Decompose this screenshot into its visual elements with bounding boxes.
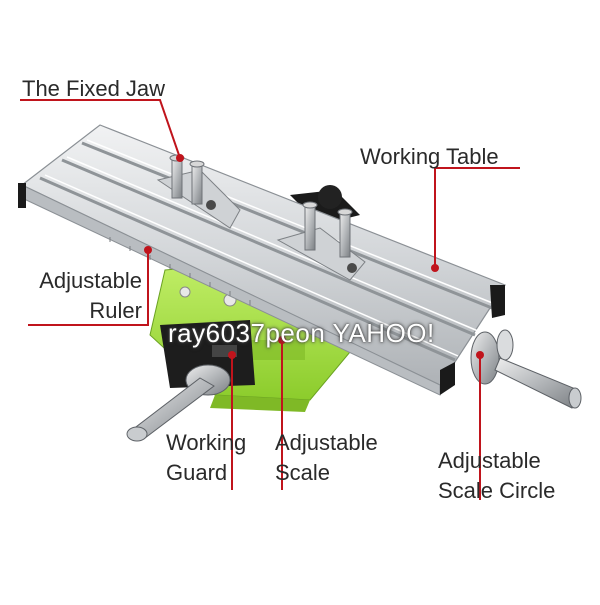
working-table-body — [18, 124, 506, 396]
watermark-text: ray6037peon YAHOO! — [168, 318, 435, 348]
label-adjustable-scale-line1: Adjustable — [275, 430, 378, 455]
right-handwheel — [470, 329, 582, 409]
label-adjustable-scale-line2: Scale — [275, 460, 331, 485]
leader-working-table — [434, 167, 520, 268]
leader-dot-working-table — [431, 264, 439, 272]
label-adjustable-ruler-line1: Adjustable — [39, 268, 142, 293]
leader-adjustable-ruler — [28, 250, 149, 326]
label-working-table: Working Table — [360, 144, 499, 169]
fixed-jaw-left — [156, 154, 241, 229]
label-adjustable-scale-circle-line1: Adjustable — [438, 448, 541, 473]
label-working-guard-line2: Guard — [166, 460, 228, 485]
leader-dot-adjustable-ruler — [144, 246, 152, 254]
leader-dot-working-guard — [228, 351, 236, 359]
leader-dot-adjustable-scale-circle — [476, 351, 484, 359]
rear-knob — [318, 185, 342, 209]
leader-lines — [20, 99, 520, 500]
label-adjustable-ruler-line2: Ruler — [89, 298, 142, 323]
label-adjustable-scale-circle-line2: Scale Circle — [438, 478, 556, 503]
label-fixed-jaw: The Fixed Jaw — [22, 76, 166, 101]
fixed-jaw-right — [276, 201, 366, 281]
leader-fixed-jaw — [20, 99, 181, 159]
front-handwheel — [126, 364, 231, 442]
leader-dot-adjustable-scale — [278, 336, 286, 344]
leader-dot-fixed-jaw — [176, 154, 184, 162]
label-working-guard-line1: Working — [166, 430, 247, 455]
